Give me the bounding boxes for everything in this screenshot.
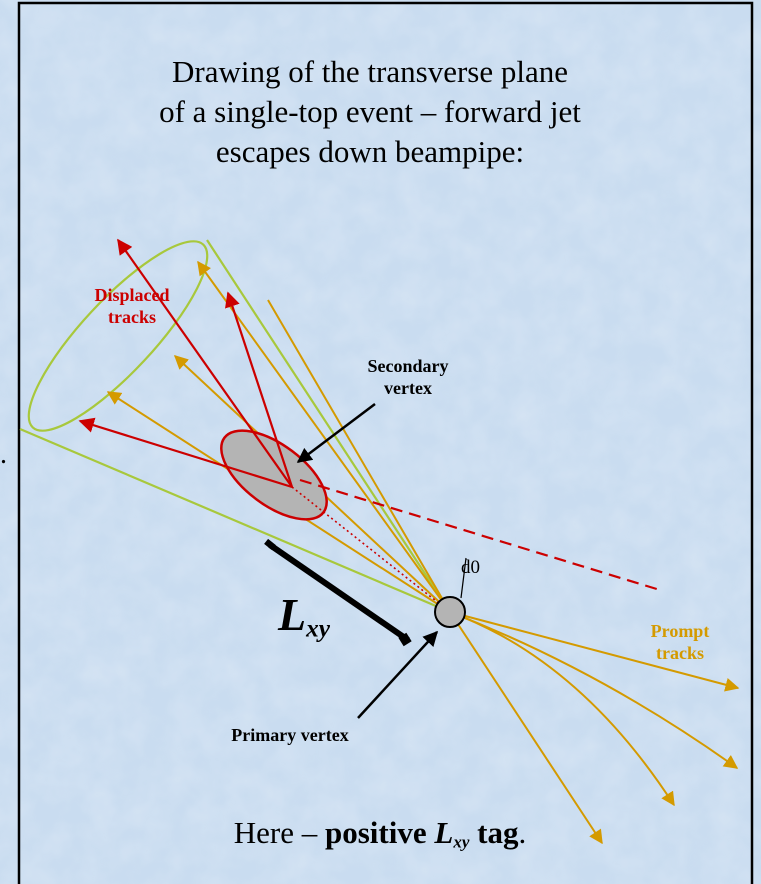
- prompt-track: [197, 260, 451, 613]
- heading-line-1: Drawing of the transverse plane: [172, 54, 568, 89]
- track-extrapolation: [299, 478, 661, 592]
- caption-end: .: [518, 815, 527, 850]
- displaced-track: [225, 291, 294, 488]
- prompt-track: [449, 611, 740, 692]
- prompt-label-line-1: Prompt: [650, 621, 710, 641]
- displaced-label-line-1: Displaced: [94, 285, 170, 305]
- heading-line-2: of a single-top event – forward jet: [159, 94, 581, 129]
- displaced-tracks-label: Displaced tracks: [62, 284, 202, 328]
- secondary-label-line-2: vertex: [384, 378, 432, 398]
- lxy-subscript: xy: [306, 614, 330, 643]
- lxy-bar-end: [264, 538, 276, 551]
- lxy-label: Lxy: [278, 588, 330, 643]
- caption-sub: xy: [453, 832, 470, 852]
- prompt-tracks-out: [449, 611, 740, 845]
- vertex-connection: [291, 486, 451, 613]
- prompt-label-line-2: tracks: [656, 643, 704, 663]
- primary-vertex-pointer: [357, 630, 439, 719]
- lxy-bar-end: [398, 632, 412, 647]
- frame-border: [17, 1, 754, 884]
- prompt-track: [449, 611, 739, 769]
- d0-label: d0: [461, 557, 480, 578]
- caption-l: L: [434, 815, 454, 850]
- secondary-vertex-label: Secondary vertex: [338, 355, 478, 399]
- lxy-main: L: [278, 589, 307, 640]
- cone-edge-upper: [206, 239, 451, 613]
- d0-indicator: [460, 557, 467, 599]
- cone-ellipse: [27, 240, 209, 432]
- diagram-heading: Drawing of the transverse plane of a sin…: [80, 52, 660, 172]
- heading-line-3: escapes down beampipe:: [215, 134, 525, 169]
- caption-bold: positive: [325, 815, 435, 850]
- displaced-track: [78, 417, 293, 489]
- lxy-bar: [268, 542, 410, 643]
- jet-cone: [19, 239, 451, 614]
- displaced-tracks: [78, 238, 294, 489]
- caption-tag: tag: [469, 815, 519, 850]
- prompt-track: [449, 611, 675, 807]
- displaced-track: [117, 238, 293, 488]
- prompt-track: [449, 611, 603, 845]
- primary-vertex-label: Primary vertex: [231, 725, 349, 745]
- prompt-tracks-label: Prompt tracks: [610, 620, 750, 664]
- caption-prefix: Here –: [233, 815, 325, 850]
- primary-vertex-circle: [434, 596, 466, 628]
- diagram-caption: Here – positive Lxy tag.: [150, 815, 610, 852]
- cone-edge-lower: [19, 427, 451, 614]
- secondary-vertex-pointer: [296, 403, 376, 463]
- stray-mark: .: [0, 439, 7, 470]
- secondary-label-line-1: Secondary: [367, 356, 449, 376]
- displaced-label-line-2: tracks: [108, 307, 156, 327]
- prompt-track: [267, 299, 451, 613]
